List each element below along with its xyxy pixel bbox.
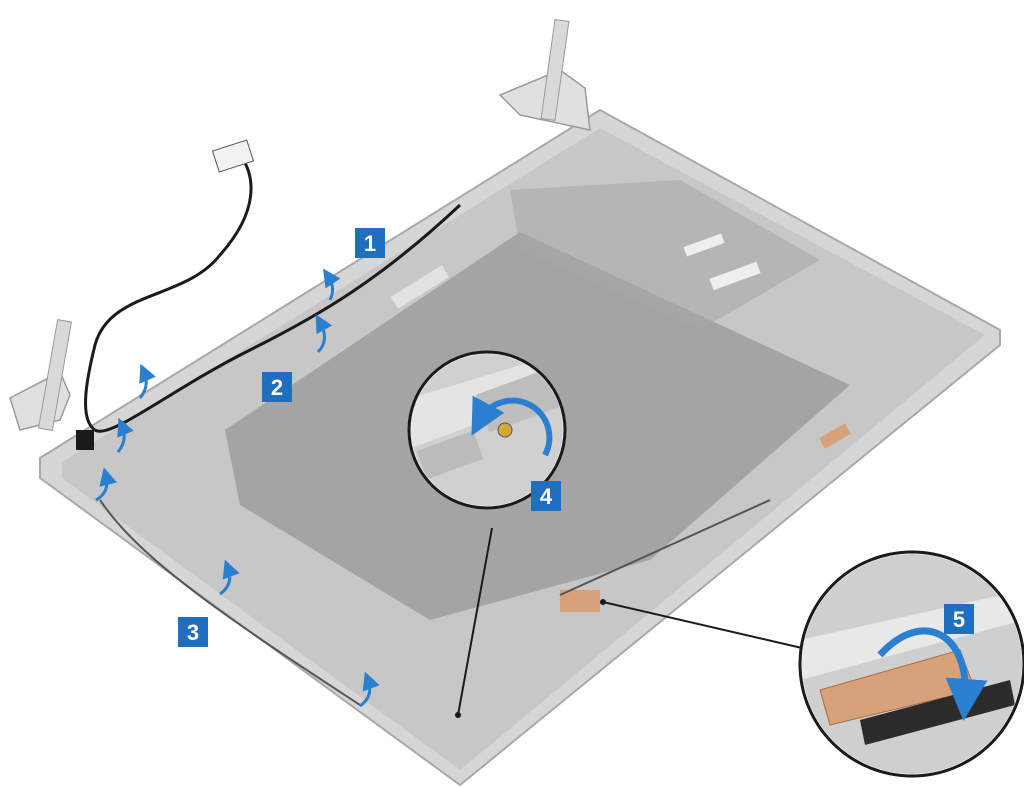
cable-icon — [84, 154, 462, 433]
hinge-right — [498, 18, 591, 131]
callout-anchor-5 — [600, 599, 606, 605]
cable-connector — [211, 139, 255, 173]
step-badge-4: 4 — [531, 481, 561, 511]
step-number-2: 2 — [271, 375, 283, 400]
step-number-5: 5 — [953, 607, 965, 632]
release-arrow-icon — [95, 467, 117, 502]
display-cable — [99, 499, 771, 706]
release-arrow-icon — [219, 559, 240, 596]
hinge-arm — [540, 18, 570, 122]
step-badge-1: 1 — [355, 228, 385, 258]
release-arrow-icon — [116, 417, 134, 453]
serial-sticker-2 — [709, 261, 761, 291]
step-number-4: 4 — [540, 484, 553, 509]
callout-line-4 — [457, 527, 493, 716]
release-arrow-icon — [323, 268, 341, 301]
panel-shadow-band — [510, 180, 820, 330]
camera-cable — [76, 139, 462, 450]
step-badge-2: 2 — [262, 372, 292, 402]
tape-strip-right — [819, 423, 851, 449]
tape-peel-arrow — [877, 627, 988, 721]
zoom-inset-screw — [407, 350, 567, 510]
tape-strip-bottom — [560, 590, 600, 612]
zoom-inset-tape — [798, 550, 1024, 778]
step-badge-5: 5 — [944, 604, 974, 634]
callout-anchor-4 — [455, 712, 461, 718]
step-badge-3: 3 — [178, 617, 208, 647]
cable-clip — [76, 430, 94, 450]
screw-rotate-arrow — [471, 395, 553, 457]
step-number-3: 3 — [187, 620, 199, 645]
step-number-1: 1 — [364, 231, 376, 256]
release-arrow-icon — [138, 363, 156, 399]
release-arrows — [95, 268, 380, 708]
serial-sticker-1 — [683, 233, 725, 257]
tape-strip-top — [390, 265, 450, 309]
callout-line-5 — [602, 601, 803, 649]
release-arrow-icon — [359, 671, 380, 708]
release-arrow-icon — [315, 314, 333, 354]
hinge-left — [9, 319, 73, 431]
hinge-arm — [37, 319, 73, 431]
